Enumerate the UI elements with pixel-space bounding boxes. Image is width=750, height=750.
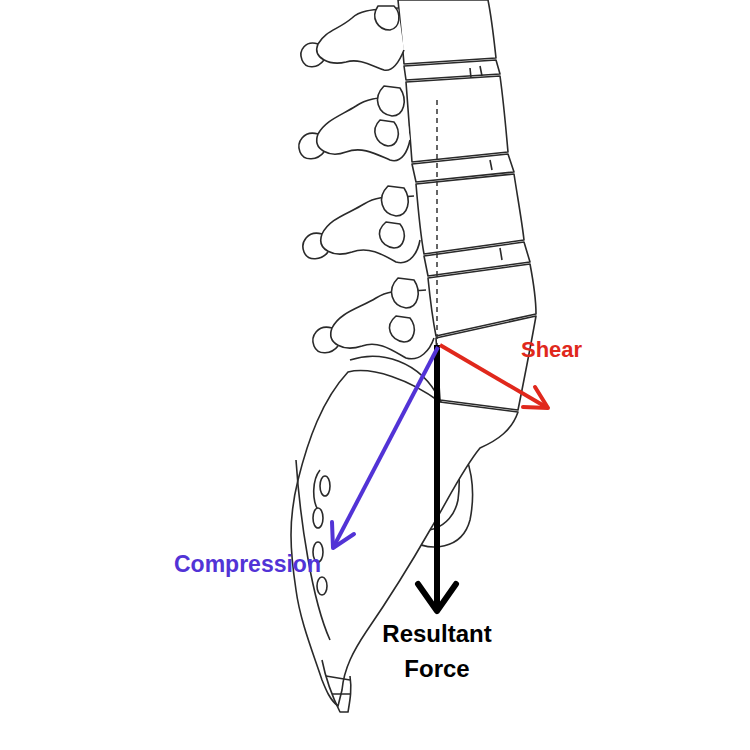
facet-joint	[378, 86, 405, 116]
facet-joint	[380, 222, 405, 248]
coccyx	[322, 660, 351, 712]
sacrum	[291, 371, 518, 706]
intervertebral-disc	[436, 316, 536, 410]
spinous-process	[313, 327, 338, 353]
resultant-force-vector	[434, 345, 440, 610]
facet-joint	[392, 278, 419, 308]
facet-joint	[375, 6, 399, 30]
sacral-ridge	[314, 470, 320, 510]
force-label: Shear	[521, 336, 641, 364]
sacral-foramen	[317, 577, 327, 595]
vertebral-body	[398, 0, 496, 64]
coccyx-segment	[326, 676, 350, 694]
spinous-process	[301, 43, 324, 67]
force-label: Resultant Force	[357, 616, 517, 686]
disc-line	[470, 66, 502, 260]
facet-joint	[375, 120, 398, 146]
arrow-head	[332, 522, 354, 548]
lumbar-spine	[299, 0, 536, 410]
arrow-head	[523, 387, 548, 408]
spinous-process	[299, 133, 324, 159]
sacral-foramen	[313, 508, 323, 528]
plumb-line	[436, 100, 438, 345]
vertebral-arch	[331, 290, 434, 359]
vertebral-body	[416, 174, 524, 254]
facet-joint	[382, 186, 409, 216]
spinous-process	[303, 233, 328, 259]
sacral-foramen	[320, 476, 330, 496]
compression-vector	[334, 347, 438, 546]
sacral-crest	[296, 460, 330, 640]
arrow-head	[418, 584, 456, 611]
facet-joint	[390, 316, 415, 342]
force-label: Compression	[174, 550, 374, 578]
vertebral-body	[406, 76, 508, 162]
